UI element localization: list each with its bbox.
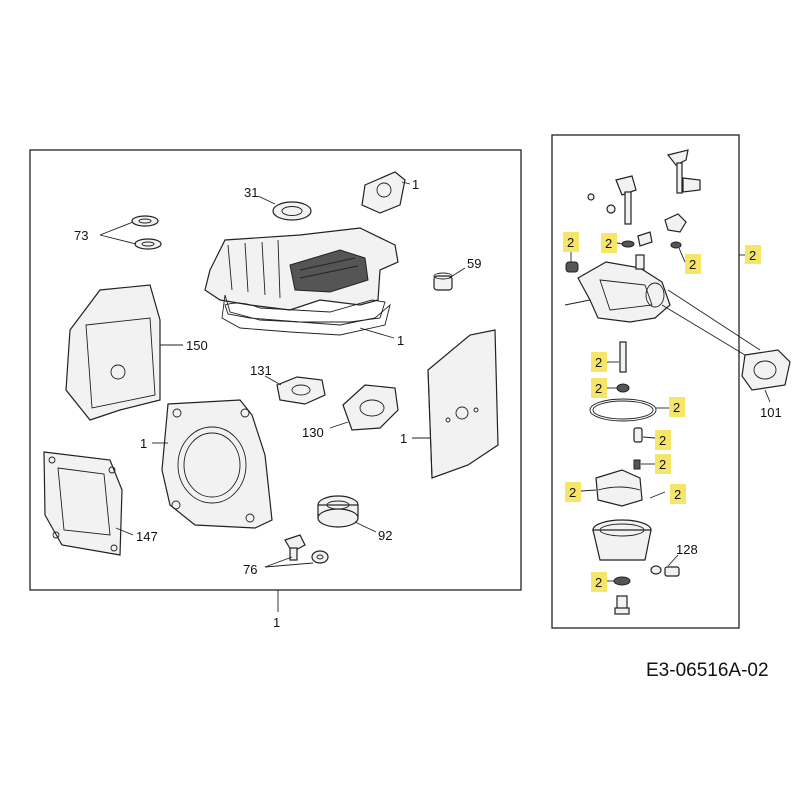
left-panel-frame: [29, 149, 522, 591]
callout-128: 128: [676, 542, 698, 557]
bushing-59: [433, 272, 453, 291]
washer-small-part: [621, 240, 635, 248]
callout-2-needle: 2: [659, 433, 666, 448]
throttle-shaft-part: [587, 175, 687, 247]
highlight-kit: [745, 245, 761, 264]
callout-2-lever-washer: 2: [689, 257, 696, 272]
jet-washer-part: [616, 383, 630, 393]
cover-gasket-part: [361, 171, 406, 214]
gasket-131: [276, 376, 326, 405]
engine-block-part: [204, 227, 399, 323]
callout-2-bowl-washer: 2: [595, 575, 602, 590]
main-jet-part: [619, 341, 627, 373]
callout-76: 76: [243, 562, 257, 577]
callout-101: 101: [760, 405, 782, 420]
head-gasket-part: [221, 294, 391, 336]
callout-1-head: 1: [397, 333, 404, 348]
callout-2-float: 2: [569, 485, 576, 500]
drawing-code: E3-06516A-02: [646, 660, 769, 681]
washer-73: [131, 215, 162, 250]
highlighted-callouts: 2 2 2 2 2 2 2 2 2 2 2: [563, 232, 701, 592]
callout-130: 130: [302, 425, 324, 440]
spacer-130: [342, 384, 399, 431]
callout-147: 147: [136, 529, 158, 544]
callout-2-screw: 2: [567, 235, 574, 250]
callout-2-jet: 2: [595, 355, 602, 370]
callout-31: 31: [244, 185, 258, 200]
ring-92: [317, 495, 359, 528]
drain-screw-128: [650, 565, 680, 577]
cylinder-gasket-part: [161, 399, 273, 529]
callout-1-kit: 1: [273, 615, 280, 630]
choke-lever-part: [666, 149, 701, 194]
gasket-101: [741, 349, 791, 391]
plate-part: [427, 329, 499, 479]
callout-150: 150: [186, 338, 208, 353]
bowl-bolt-part: [614, 595, 630, 615]
bowl-oring-part: [589, 398, 657, 422]
callout-2-jet-washer: 2: [595, 381, 602, 396]
callout-92: 92: [378, 528, 392, 543]
callout-2-washer: 2: [605, 236, 612, 251]
callout-1-cover: 1: [412, 177, 419, 192]
gasket-147: [43, 451, 123, 556]
oil-seal-31: [272, 201, 312, 221]
carburetor-body-part: [564, 254, 671, 323]
float-needle-part: [633, 427, 643, 443]
callout-1-plate: 1: [400, 431, 407, 446]
callout-2-kit: 2: [749, 248, 756, 263]
right-panel-frame: [551, 134, 740, 629]
bolt-76: [284, 534, 329, 564]
callout-2-pin: 2: [674, 487, 681, 502]
washer-small-part-2: [670, 241, 682, 249]
callout-2-spring: 2: [659, 457, 666, 472]
float-bowl-part: [592, 519, 652, 561]
spring-part: [633, 459, 641, 470]
callout-131: 131: [250, 363, 272, 378]
bowl-washer-part: [613, 576, 631, 586]
callout-59: 59: [467, 256, 481, 271]
float-pin-part: [649, 491, 666, 499]
float-part: [595, 469, 643, 507]
callout-1-cylinder: 1: [140, 436, 147, 451]
heat-shield-150: [65, 284, 161, 421]
callout-73: 73: [74, 228, 88, 243]
callout-2-oring: 2: [673, 400, 680, 415]
screw-part: [565, 261, 579, 273]
